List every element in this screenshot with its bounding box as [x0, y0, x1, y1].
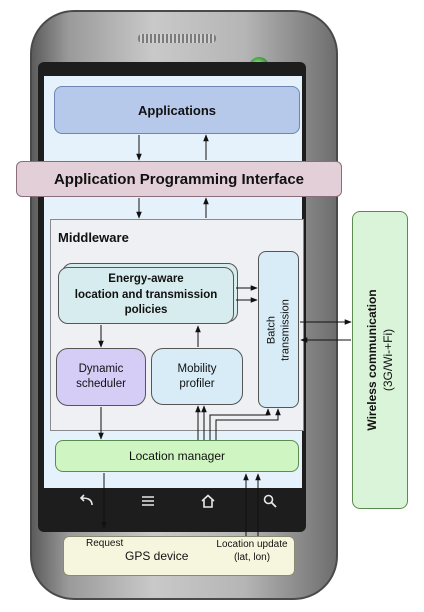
wireless-communication-box: [352, 211, 408, 509]
mobility-profiler-box: Mobility profiler: [151, 348, 243, 405]
policies-label-line1: Energy-aware: [108, 273, 184, 286]
scheduler-label-line1: Dynamic: [78, 363, 124, 376]
policies-box: Energy-aware location and transmission p…: [58, 267, 234, 324]
location-update-line1: Location update: [216, 539, 288, 550]
batch-transmission-box: [258, 251, 299, 408]
middleware-label: Middleware: [58, 230, 129, 245]
search-icon: [258, 490, 282, 512]
location-update-line2: (lat, lon): [233, 552, 271, 563]
location-update-label: Location update (lat, lon): [209, 538, 295, 564]
applications-box: Applications: [54, 86, 300, 134]
applications-label: Applications: [137, 102, 216, 118]
profiler-label-line2: profiler: [179, 377, 215, 390]
arrow-locmgr-to-batch-1: [209, 408, 271, 440]
location-manager-label: Location manager: [128, 449, 226, 463]
dynamic-scheduler-box: Dynamic scheduler: [56, 348, 146, 406]
home-icon: [196, 490, 220, 512]
request-label: Request: [86, 538, 124, 549]
speaker-grille: [138, 34, 216, 43]
api-label: Application Programming Interface: [53, 170, 305, 188]
arrow-locmgr-to-batch-2: [215, 408, 281, 440]
location-manager-box: Location manager: [55, 440, 299, 472]
gps-device-box: [63, 536, 295, 576]
policies-label-line2: location and transmission: [74, 288, 218, 301]
back-icon: [74, 490, 98, 512]
profiler-label-line1: Mobility: [177, 362, 217, 375]
menu-icon: [136, 490, 160, 512]
gps-device-label: GPS device: [125, 549, 189, 563]
api-box: Application Programming Interface: [16, 161, 342, 197]
policies-label-line3: policies: [124, 304, 168, 317]
scheduler-label-line2: scheduler: [76, 378, 126, 390]
